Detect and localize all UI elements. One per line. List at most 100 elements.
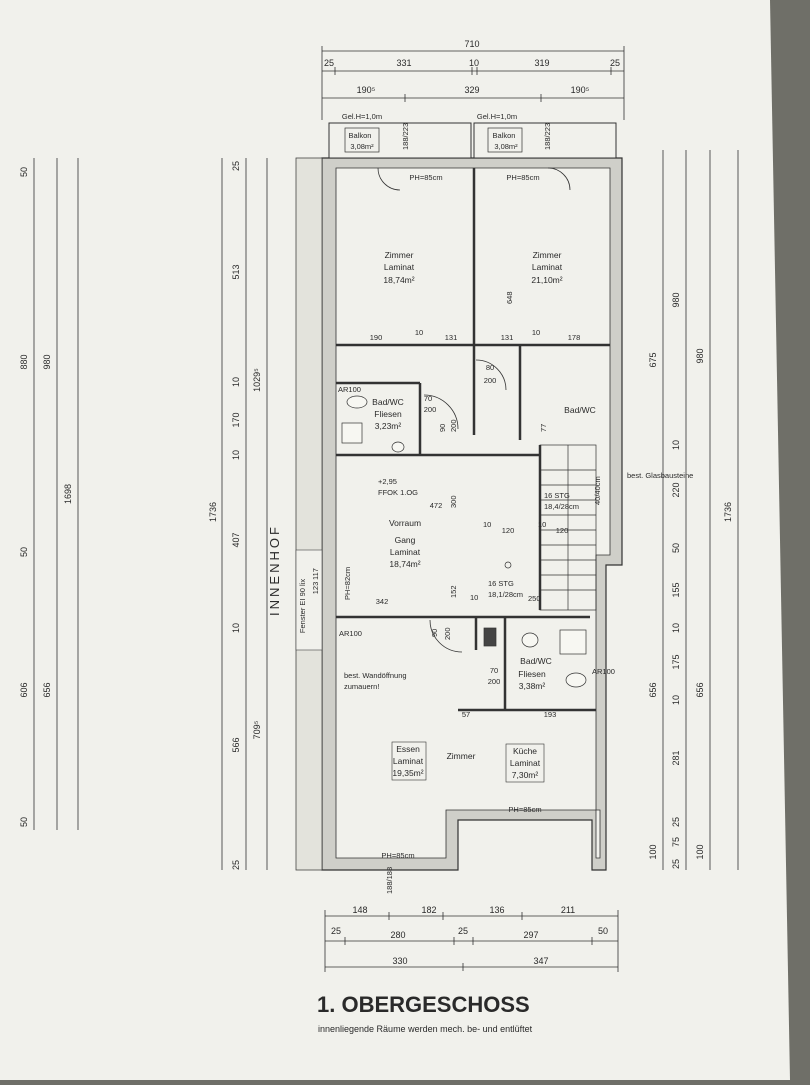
opening-line2: zumauern! bbox=[344, 682, 379, 691]
bd-r2-3: 25 bbox=[458, 926, 468, 936]
ld-outer-5: 50 bbox=[19, 817, 29, 827]
rd-inner-6: 10 bbox=[671, 623, 681, 633]
bad-top-area: 3,23m² bbox=[375, 421, 402, 431]
rd-inner-13: 25 bbox=[671, 859, 681, 869]
rd-inner-10: 25 bbox=[671, 817, 681, 827]
bad-lower-ar-left: AR100 bbox=[339, 629, 362, 638]
zimmer-right-width: 648 bbox=[505, 291, 514, 304]
bad-door-200: 200 bbox=[449, 419, 458, 432]
right-dimensions bbox=[662, 150, 739, 870]
dim-top-total: 710 bbox=[464, 39, 479, 49]
balkon-right-railing: Gel.H=1,0m bbox=[477, 112, 517, 121]
bad-top-name: Bad/WC bbox=[372, 397, 404, 407]
bd-r1-1: 148 bbox=[352, 905, 367, 915]
staircase bbox=[504, 444, 597, 611]
zimmer-left-floor: Laminat bbox=[384, 262, 415, 272]
vorraum-level: +2,95 bbox=[378, 477, 397, 486]
rd-inner-2: 10 bbox=[671, 440, 681, 450]
rd-outer-1: 980 bbox=[695, 348, 705, 363]
bd-r1-2: 182 bbox=[421, 905, 436, 915]
stair-dim-2: 120 bbox=[502, 526, 515, 535]
dim-152: 152 bbox=[449, 585, 458, 598]
rd-inner-9: 281 bbox=[671, 750, 681, 765]
gang-width: 342 bbox=[376, 597, 389, 606]
window-note-a: 117 bbox=[311, 568, 320, 580]
ld-outer-2: 880 bbox=[19, 354, 29, 369]
balkon-right-name: Balkon bbox=[493, 131, 516, 140]
dim-top-r2-5: 25 bbox=[610, 58, 620, 68]
bottom-door-size: 188/188 bbox=[385, 867, 394, 894]
zimmer-right-area: 21,10m² bbox=[531, 275, 562, 285]
rd-inner-4: 50 bbox=[671, 543, 681, 553]
plan-title: 1. OBERGESCHOSS bbox=[317, 992, 530, 1017]
zimmer-mid-name: Zimmer bbox=[447, 751, 476, 761]
rd-inner-7: 175 bbox=[671, 654, 681, 669]
bad-wc-small: Bad/WC bbox=[564, 405, 596, 415]
rd-mid-1: 675 bbox=[648, 352, 658, 367]
stair-upper-label: 16 STG bbox=[544, 491, 570, 500]
left-dimensions bbox=[33, 158, 268, 870]
door-swings bbox=[377, 167, 571, 653]
idim-1: 190 bbox=[370, 333, 383, 342]
zimmer-left-name: Zimmer bbox=[385, 250, 414, 260]
rd-overall: 1736 bbox=[723, 502, 733, 522]
bad-top-door: 70 bbox=[424, 394, 432, 403]
ld-inner-6: 407 bbox=[231, 532, 241, 547]
courtyard-window bbox=[295, 549, 323, 651]
ld-mid-1: 980 bbox=[42, 354, 52, 369]
window-note: Fenster EI 90 lix bbox=[298, 579, 307, 633]
ld-inner-3: 10 bbox=[231, 377, 241, 387]
bd-r1-4: 211 bbox=[561, 905, 575, 915]
vorraum-height: 300 bbox=[449, 495, 458, 508]
kueche-door: PH=85cm bbox=[508, 805, 541, 814]
vorraum-name: Vorraum bbox=[389, 518, 421, 528]
ld-inner-8: 566 bbox=[231, 737, 241, 752]
lower-door-90: 90 bbox=[430, 629, 439, 637]
bad-top-floor: Fliesen bbox=[374, 409, 402, 419]
stair-dim-1: 10 bbox=[483, 520, 491, 529]
glass-size: 40/40cm bbox=[593, 476, 602, 505]
balkon-right-door: 188/223 bbox=[543, 123, 552, 150]
ld-outer-4: 606 bbox=[19, 682, 29, 697]
floor-area bbox=[335, 167, 611, 859]
bad-lower-door: 70 bbox=[490, 666, 498, 675]
ld-mid-2: 656 bbox=[42, 682, 52, 697]
bd-r2-1: 25 bbox=[331, 926, 341, 936]
dim-top-r2-4: 319 bbox=[534, 58, 549, 68]
kitchen-dim-57: 57 bbox=[462, 710, 470, 719]
rd-outer-3: 100 bbox=[695, 844, 705, 859]
dim-top-r2-1: 25 bbox=[324, 58, 334, 68]
kueche-name: Küche bbox=[513, 746, 537, 756]
dim-top-r3-3: 190⁵ bbox=[571, 85, 590, 95]
opening-line1: best. Wandöffnung bbox=[344, 671, 407, 680]
bad-door-90: 90 bbox=[438, 424, 447, 432]
ld-inner-4: 170 bbox=[231, 412, 241, 427]
lower-door-200: 200 bbox=[443, 627, 452, 640]
bd-r2-5: 50 bbox=[598, 926, 608, 936]
window-note-b: 123 bbox=[311, 582, 320, 595]
idim-3: 131 bbox=[445, 333, 458, 342]
vorraum-ffok: FFOK 1.OG bbox=[378, 488, 418, 497]
ld-inner2-2: 709⁵ bbox=[252, 720, 262, 739]
bottom-dimensions bbox=[324, 910, 619, 972]
bad-lower-door-h: 200 bbox=[488, 677, 501, 686]
dim-top-r3-1: 190⁵ bbox=[357, 85, 376, 95]
ld-inner-7: 10 bbox=[231, 623, 241, 633]
essen-name: Essen bbox=[396, 744, 420, 754]
plan-note: innenliegende Räume werden mech. be- und… bbox=[318, 1024, 533, 1034]
bd-r2-4: 297 bbox=[523, 930, 538, 940]
stair-lower-label: 16 STG bbox=[488, 579, 514, 588]
bad-lower-ar: AR100 bbox=[592, 667, 615, 676]
ld-inner-2: 513 bbox=[231, 264, 241, 279]
zimmer-right-floor: Laminat bbox=[532, 262, 563, 272]
balkon-left-door: 188/223 bbox=[401, 123, 410, 150]
rd-inner-3: 220 bbox=[671, 482, 681, 497]
dim-top-r2-3: 10 bbox=[469, 58, 479, 68]
idim-4: 131 bbox=[501, 333, 514, 342]
rd-inner-12: 100 bbox=[648, 844, 658, 859]
rd-inner-11: 75 bbox=[671, 837, 681, 847]
zimmer-right-door: PH=85cm bbox=[506, 173, 539, 182]
ld-inner-5: 10 bbox=[231, 450, 241, 460]
